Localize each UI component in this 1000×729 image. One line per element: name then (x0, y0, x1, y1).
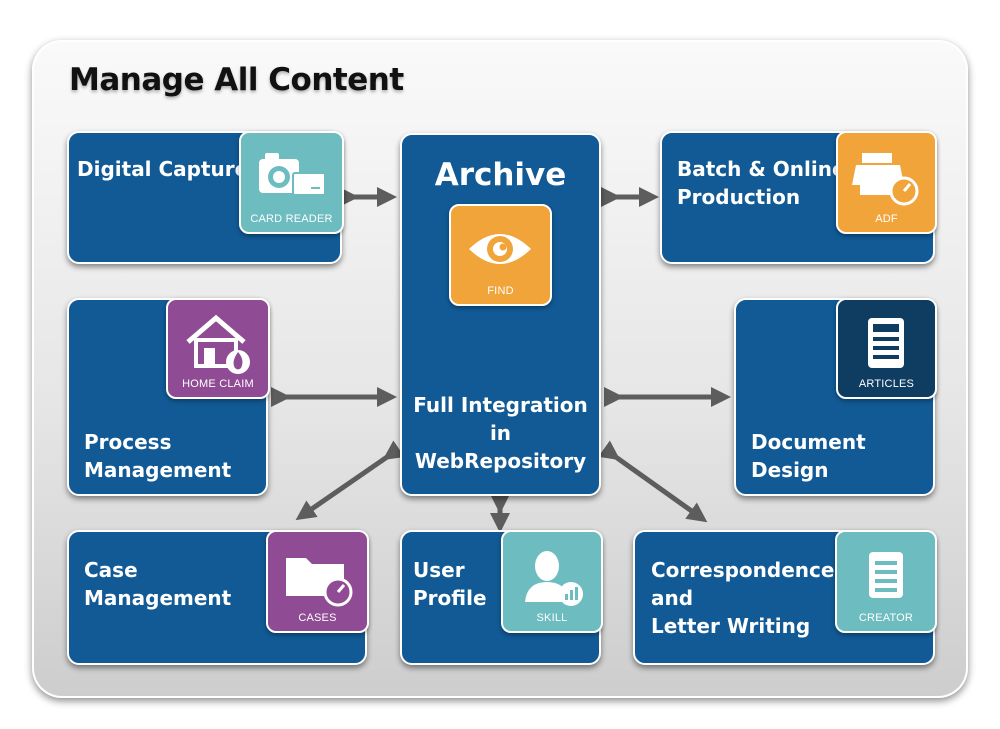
batch-production-label: Batch & Online Production (677, 157, 846, 209)
home-claim-caption: HOME CLAIM (182, 378, 254, 390)
creator-tile[interactable]: CREATOR (835, 530, 937, 633)
article-document-icon (868, 318, 904, 368)
creator-caption: CREATOR (858, 612, 914, 624)
find-tile[interactable]: FIND (449, 204, 552, 306)
home-claim-tile[interactable]: HOME CLAIM (166, 298, 270, 399)
camera-card-icon (259, 153, 326, 196)
archive-subtitle: Full Integration in WebRepository (413, 393, 588, 473)
arrow-archive-case (295, 440, 405, 521)
archive-box[interactable]: Archive FIND Full Integration in WebRepo… (400, 133, 601, 496)
document-design-box[interactable]: Document Design ARTICLES (734, 298, 937, 496)
case-management-label: Case Management (84, 558, 232, 610)
page-title: Manage All Content (69, 62, 404, 98)
house-fire-icon (186, 314, 250, 374)
eye-icon (469, 234, 531, 264)
user-chart-icon (525, 551, 583, 606)
document-lines-icon (869, 552, 903, 598)
find-caption: FIND (487, 285, 514, 297)
archive-title: Archive (434, 157, 567, 193)
card-reader-tile[interactable]: CARD READER (239, 131, 344, 234)
articles-tile[interactable]: ARTICLES (836, 298, 937, 399)
user-profile-box[interactable]: User Profile SKILL (400, 530, 603, 665)
folder-gauge-icon (286, 558, 353, 607)
digital-capture-box[interactable]: Digital Capture CARD READER (67, 131, 344, 264)
skill-tile[interactable]: SKILL (501, 530, 603, 633)
articles-caption: ARTICLES (858, 378, 915, 390)
card-reader-caption: CARD READER (250, 213, 333, 225)
correspondence-box[interactable]: Correspondence and Letter Writing CREATO… (633, 530, 937, 665)
process-management-box[interactable]: Process Management HOME CLAIM (67, 298, 270, 496)
user-profile-label: User Profile (413, 558, 487, 610)
adf-tile[interactable]: ADF (836, 131, 937, 234)
skill-caption: SKILL (536, 612, 568, 624)
batch-production-box[interactable]: Batch & Online Production ADF (660, 131, 937, 264)
correspondence-label: Correspondence and Letter Writing (651, 558, 835, 638)
arrow-archive-correspondence (598, 440, 708, 523)
document-design-label: Document Design (751, 430, 866, 482)
cases-tile[interactable]: CASES (266, 530, 369, 633)
printer-gauge-icon (852, 153, 919, 206)
case-management-box[interactable]: Case Management CASES (67, 530, 369, 665)
process-management-label: Process Management (84, 430, 232, 482)
cases-caption: CASES (298, 612, 337, 624)
digital-capture-label: Digital Capture (77, 157, 249, 181)
adf-caption: ADF (875, 213, 898, 225)
